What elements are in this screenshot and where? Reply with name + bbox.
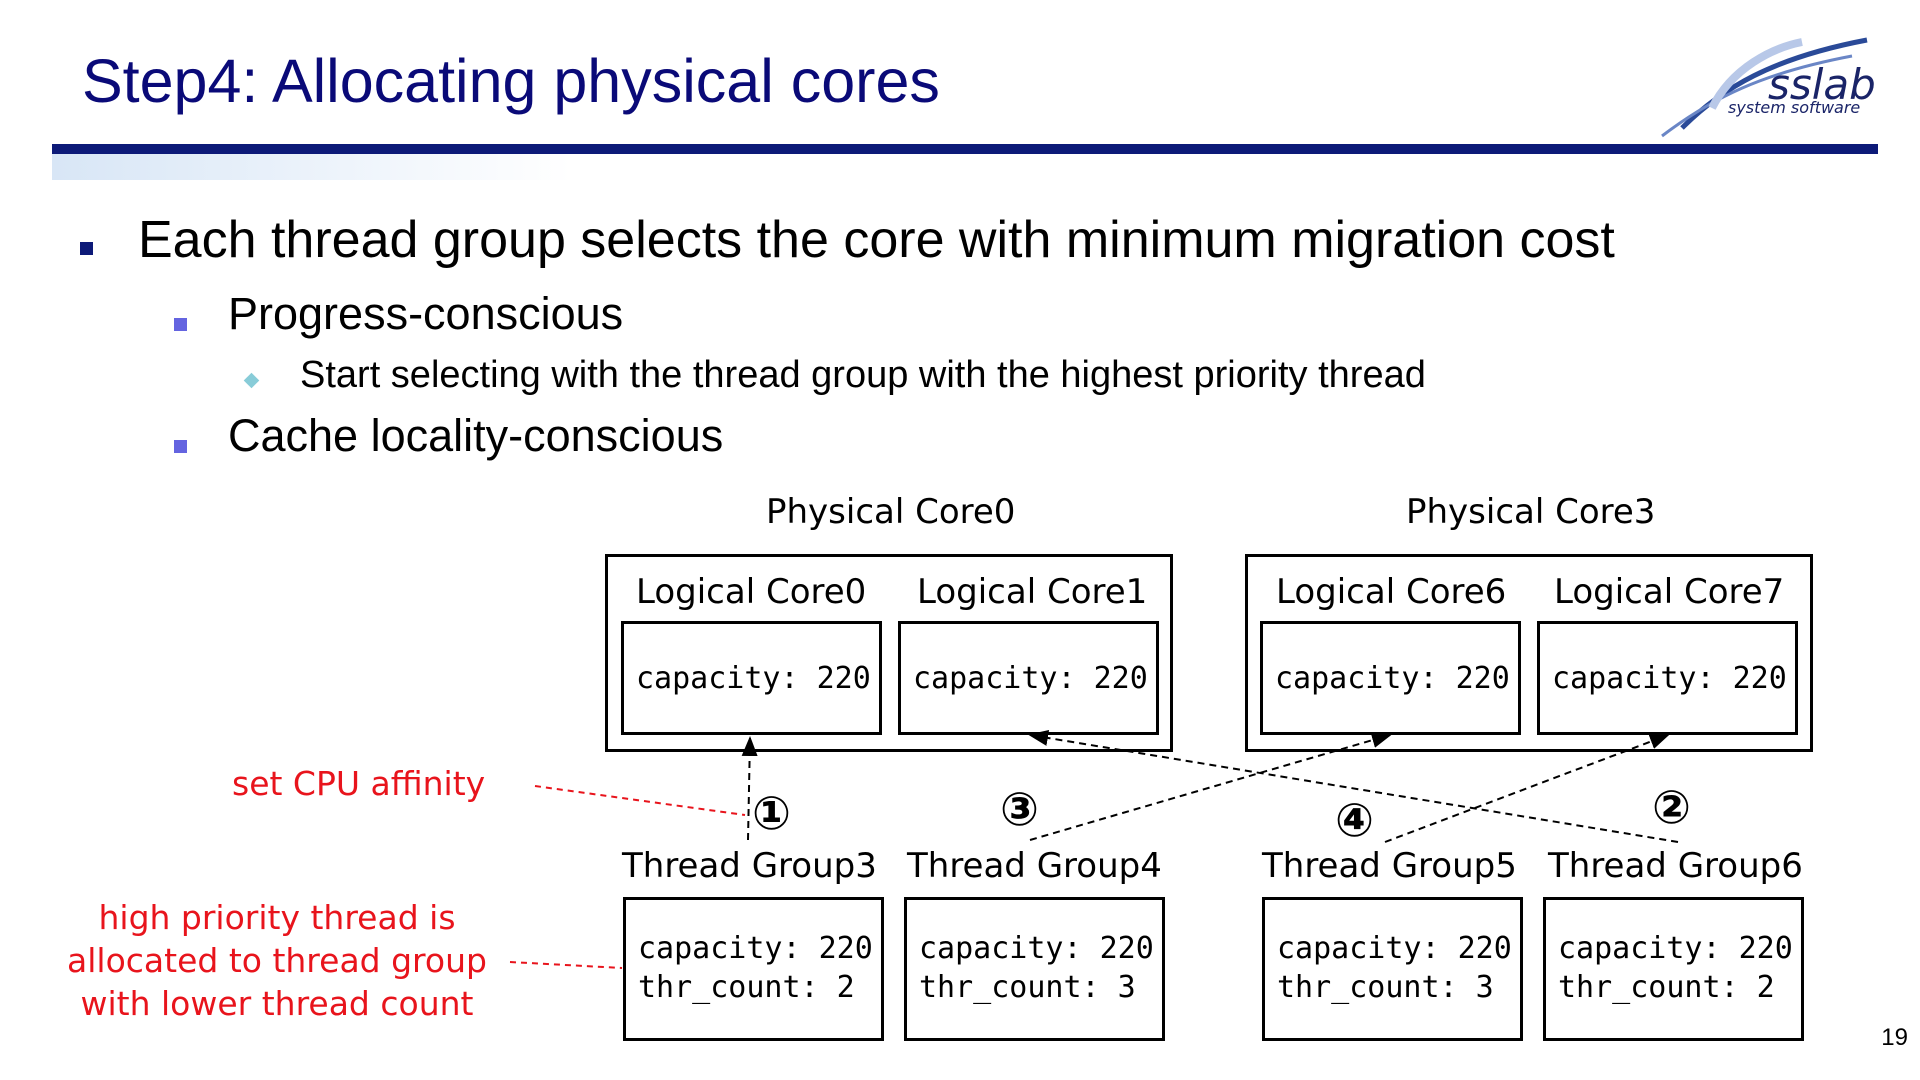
logical-core6-capacity: capacity: 220 [1275,661,1510,696]
affinity-annotation: set CPU affinity [232,764,486,803]
logical-core0-label: Logical Core0 [636,572,867,612]
thread-group3-capacity: capacity: 220 [638,931,873,966]
logical-core6-label: Logical Core6 [1276,572,1507,612]
thread-group6-box: capacity: 220 thr_count: 2 [1543,897,1804,1041]
thread-group4-label: Thread Group4 [907,846,1162,886]
thread-group5-capacity: capacity: 220 [1277,931,1512,966]
thread-group5-box: capacity: 220 thr_count: 3 [1262,897,1523,1041]
bullet-square-icon [174,440,187,453]
logo-subtitle: system software [1728,98,1861,117]
title-rule [52,144,1878,154]
priority-annotation-line3: with lower thread count [80,984,474,1023]
bullet-progress: Progress-conscious [228,288,624,339]
logical-core1-capacity: capacity: 220 [913,661,1148,696]
sslab-logo-swoosh [1661,37,1868,138]
logical-core0-box: capacity: 220 [621,621,882,735]
order-marker-group3: ① [752,786,791,840]
priority-annotation-line1: high priority thread is [98,898,456,937]
bullet-square-icon [174,318,187,331]
logical-core7-capacity: capacity: 220 [1552,661,1787,696]
page-title: Step4: Allocating physical cores [82,47,940,115]
priority-leader-line [509,961,623,969]
thread-group4-box: capacity: 220 thr_count: 3 [904,897,1165,1041]
thread-group4-thr-count: thr_count: 3 [919,970,1136,1005]
arrow-group4-core6 [1029,732,1392,841]
physical-core0-label: Physical Core0 [766,492,1016,532]
priority-annotation: high priority thread is allocated to thr… [52,896,502,1025]
bullet-main: Each thread group selects the core with … [138,211,1615,269]
logical-core7-label: Logical Core7 [1554,572,1785,612]
logical-core7-box: capacity: 220 [1537,621,1798,735]
bullet-cache: Cache locality-conscious [228,410,724,461]
page-number: 19 [1881,1024,1908,1051]
arrow-group6-core1 [1028,730,1679,843]
thread-group3-label: Thread Group3 [622,846,877,886]
logical-core1-label: Logical Core1 [917,572,1148,612]
thread-group6-label: Thread Group6 [1548,846,1803,886]
bullet-progress-detail: Start selecting with the thread group wi… [300,354,1426,396]
thread-group3-thr-count: thr_count: 2 [638,970,855,1005]
arrow-group3-core0 [741,736,758,841]
thread-group5-thr-count: thr_count: 3 [1277,970,1494,1005]
thread-group5-label: Thread Group5 [1262,846,1517,886]
thread-group3-box: capacity: 220 thr_count: 2 [623,897,884,1041]
thread-group6-thr-count: thr_count: 2 [1558,970,1775,1005]
priority-annotation-line2: allocated to thread group [67,941,487,980]
title-rule-gradient [52,154,572,180]
arrow-group5-core7 [1384,733,1670,843]
order-marker-group4: ③ [1000,782,1039,836]
order-marker-group6: ② [1652,780,1691,834]
thread-group6-capacity: capacity: 220 [1558,931,1793,966]
logo-name: sslab [1768,60,1876,109]
thread-group4-capacity: capacity: 220 [919,931,1154,966]
logical-core6-box: capacity: 220 [1260,621,1521,735]
logical-core1-box: capacity: 220 [898,621,1159,735]
physical-core3-label: Physical Core3 [1406,492,1656,532]
order-marker-group5: ④ [1335,793,1374,847]
affinity-leader-line [534,785,746,816]
logical-core0-capacity: capacity: 220 [636,661,871,696]
bullet-square-icon [80,242,93,255]
